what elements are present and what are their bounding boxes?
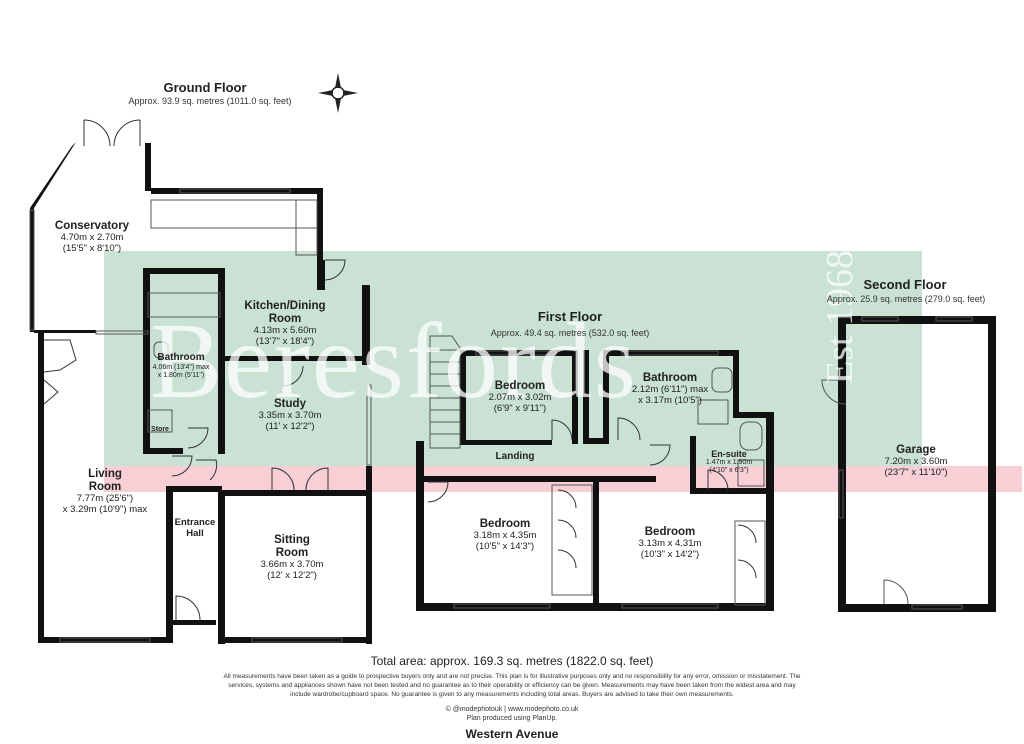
room-dim-imperial: (23'7" x 11'10")	[884, 467, 948, 479]
room-dim-imperial: (12' x 12'2")	[267, 570, 317, 582]
room-name: Store	[151, 426, 169, 433]
room-name: Entrance	[174, 517, 216, 528]
garage-walls	[838, 316, 996, 612]
ground-floor-title: Ground Floor	[163, 80, 247, 95]
room-dim-metric: 4.06m (13'4") max	[152, 363, 210, 371]
room-name: Bathroom	[642, 372, 698, 384]
room-dim-metric: 7.77m (25'6")	[76, 493, 134, 505]
room-dim-imperial: x 3.17m (10'5")	[638, 395, 702, 407]
room-label-ensuite: En-suite 1.47m x 1.90m (4'10" x 6'3")	[698, 449, 760, 475]
room-dim-imperial: (10'3" x 14'2")	[640, 549, 700, 561]
room-dim-imperial: (6'9" x 9'11")	[493, 403, 547, 415]
room-dim-metric: 1.47m x 1.90m	[705, 459, 753, 467]
room-dim-metric: 4.70m x 2.70m	[60, 232, 124, 244]
room-label-kitchen: Kitchen/Dining Room 4.13m x 5.60m (13'7"…	[225, 300, 345, 348]
room-name: Living	[88, 468, 122, 480]
room-dim-metric: 4.13m x 5.60m	[253, 325, 317, 337]
room-name-line2: Room	[268, 313, 302, 326]
first-floor-windows	[429, 335, 766, 609]
room-label-bathroom-first: Bathroom 2.12m (6'11") max x 3.17m (10'5…	[615, 372, 725, 407]
conservatory-bay-wall	[30, 142, 76, 208]
address-title: Western Avenue	[465, 727, 559, 741]
room-label-bathroom-ground: Bathroom 4.06m (13'4") max x 1.80m (5'11…	[142, 352, 220, 380]
room-dim-imperial: (10'5" x 14'3")	[475, 541, 535, 553]
room-label-store: Store	[148, 426, 172, 434]
room-name: Bedroom	[494, 380, 546, 392]
room-dim-imperial: x 1.80m (5'11")	[157, 371, 205, 379]
room-label-garage: Garage 7.20m x 3.60m (23'7" x 11'10")	[866, 444, 966, 479]
room-label-landing: Landing	[490, 451, 540, 463]
room-name: En-suite	[711, 449, 747, 459]
room-dim-metric: 2.12m (6'11") max	[631, 384, 709, 396]
room-name: Garage	[896, 444, 936, 456]
second-floor-title: Second Floor	[863, 277, 947, 292]
room-dim-metric: 3.13m x 4.31m	[638, 538, 702, 550]
first-floor-title: First Floor	[537, 309, 603, 324]
first-floor-area: Approx. 49.4 sq. metres (532.0 sq. feet)	[490, 328, 650, 338]
ground-floor-walls	[30, 142, 372, 644]
room-label-entrance: Entrance Hall	[172, 517, 218, 540]
first-floor-doors	[427, 417, 757, 579]
room-dim-metric: 7.20m x 3.60m	[884, 456, 948, 468]
room-label-bedroom-small: Bedroom 2.07m x 3.02m (6'9" x 9'11")	[472, 380, 568, 415]
ground-floor-doors	[43, 119, 346, 621]
room-label-sitting: Sitting Room 3.66m x 3.70m (12' x 12'2")	[242, 534, 342, 582]
ground-floor-windows	[29, 188, 372, 643]
disclaimer-line-3: include wardrobe/cupboard space. No guar…	[290, 691, 734, 698]
watermark-brand: Beresfords	[150, 302, 638, 421]
watermark-est: Est 1968	[819, 249, 861, 384]
room-name: Landing	[495, 451, 535, 462]
room-name: Kitchen/Dining	[244, 300, 326, 312]
room-dim-metric: 3.18m x 4.35m	[473, 530, 537, 542]
room-name-line2: Hall	[186, 527, 204, 539]
software-line: Plan produced using PlanUp.	[466, 715, 558, 722]
room-dim-metric: 2.07m x 3.02m	[488, 392, 552, 404]
compass-icon	[318, 73, 358, 113]
second-floor-area: Approx. 25.9 sq. metres (279.0 sq. feet)	[826, 294, 986, 304]
room-label-living: Living Room 7.77m (25'6") x 3.29m (10'9"…	[50, 468, 160, 516]
room-name-line2: Room	[275, 547, 309, 560]
ground-floor-area: Approx. 93.9 sq. metres (1011.0 sq. feet…	[128, 96, 292, 106]
room-name: Sitting	[274, 534, 310, 546]
room-name: Bedroom	[479, 518, 531, 530]
room-name-line2: Room	[88, 481, 122, 494]
room-dim-imperial: (4'10" x 6'3")	[709, 467, 749, 475]
room-name: Study	[274, 398, 306, 410]
disclaimer-line-1: All measurements have been taken as a gu…	[223, 673, 801, 680]
room-label-bedroom-right: Bedroom 3.13m x 4.31m (10'3" x 14'2")	[620, 526, 720, 561]
credit-line: © @modephotouk | www.modephoto.co.uk	[445, 706, 579, 713]
garage-windows	[821, 316, 973, 610]
room-dim-imperial: (15'5" x 8'10")	[62, 243, 122, 255]
room-name: Bedroom	[644, 526, 696, 538]
room-dim-imperial: (13'7" x 18'4")	[255, 336, 315, 348]
room-dim-metric: 3.66m x 3.70m	[260, 559, 324, 571]
total-area: Total area: approx. 169.3 sq. metres (18…	[370, 654, 654, 668]
room-dim-imperial: x 3.29m (10'9") max	[62, 504, 148, 516]
room-name: Bathroom	[157, 352, 205, 363]
room-dim-imperial: (11' x 12'2")	[265, 421, 315, 433]
room-label-conservatory: Conservatory 4.70m x 2.70m (15'5" x 8'10…	[42, 220, 142, 255]
room-label-bedroom-left: Bedroom 3.18m x 4.35m (10'5" x 14'3")	[455, 518, 555, 553]
room-name: Conservatory	[54, 220, 130, 232]
disclaimer-line-2: services, systems and appliances shown h…	[228, 682, 796, 689]
room-label-study: Study 3.35m x 3.70m (11' x 12'2")	[240, 398, 340, 433]
room-dim-metric: 3.35m x 3.70m	[258, 410, 322, 422]
first-floor-walls	[416, 350, 774, 611]
